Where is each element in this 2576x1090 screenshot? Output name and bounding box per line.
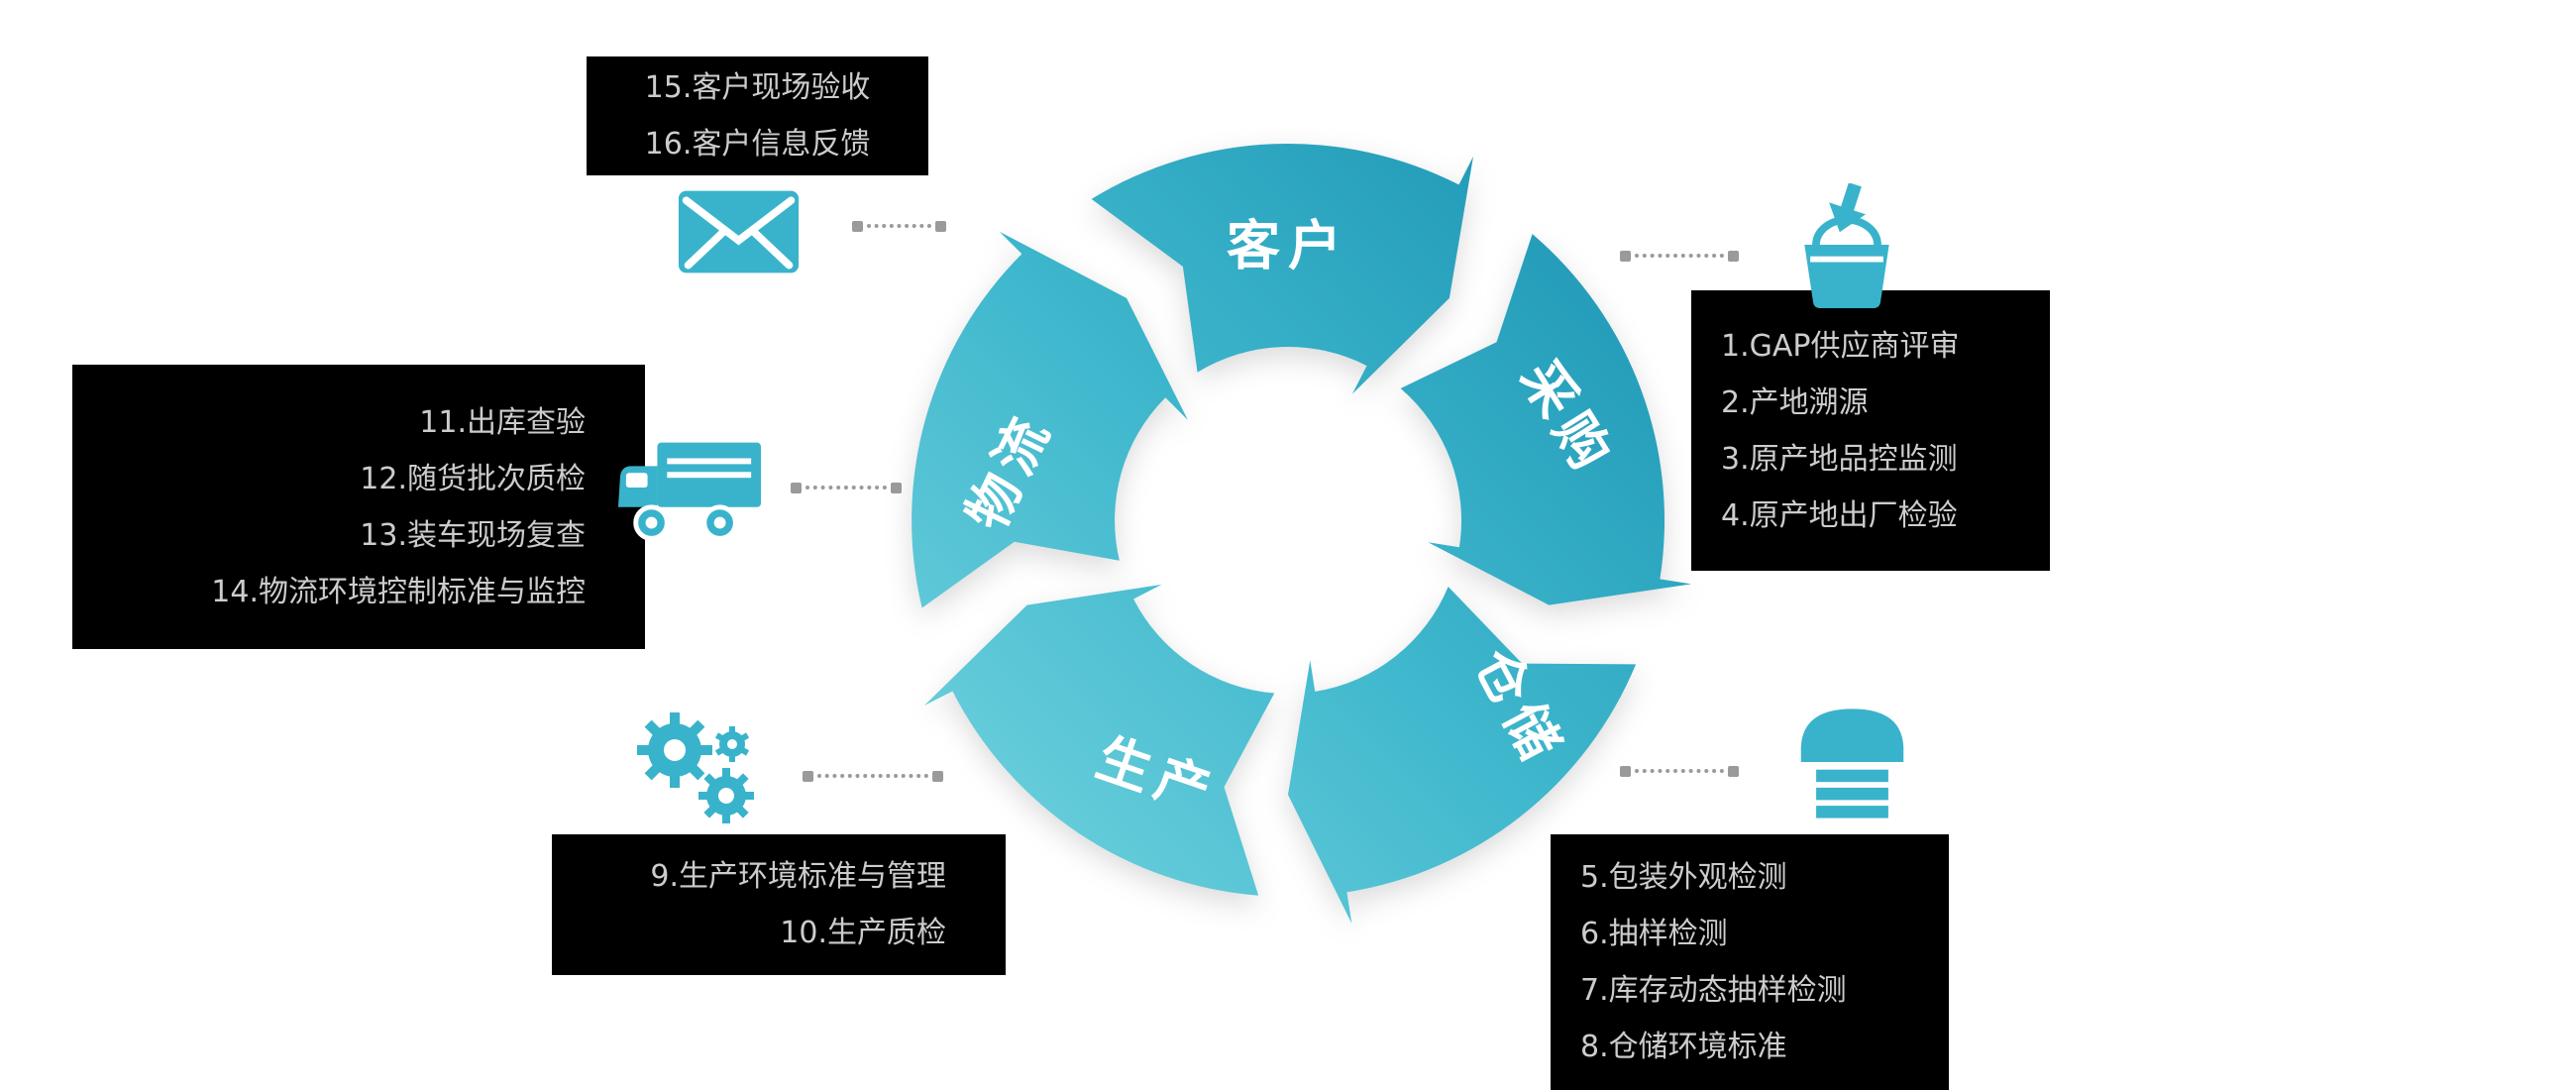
callout-logistics: 11.出库查验 12.随货批次质检 13.装车现场复查 14.物流环境控制标准与… [72, 365, 645, 649]
connector-customer [852, 220, 946, 232]
callout-line: 12.随货批次质检 [360, 461, 586, 496]
connector-endpoint [1620, 765, 1631, 777]
connector-endpoint [932, 770, 943, 782]
callout-line: 14.物流环境控制标准与监控 [211, 574, 586, 609]
connector-dashes [1635, 254, 1724, 258]
gears-icon [637, 712, 754, 823]
callout-line: 11.出库查验 [419, 404, 586, 440]
callout-line: 13.装车现场复查 [360, 517, 586, 553]
connector-dashes [867, 224, 931, 228]
connector-endpoint [852, 220, 863, 232]
connector-endpoint [791, 482, 802, 493]
ring-segment-warehousing [1288, 587, 1637, 925]
callout-line: 8.仓储环境标准 [1580, 1030, 1787, 1064]
gear-small [714, 726, 750, 762]
ring-segment-procurement [1400, 234, 1692, 605]
basket-icon [1804, 183, 1889, 309]
callout-line: 16.客户信息反馈 [644, 127, 871, 162]
mail-icon [678, 190, 800, 273]
ring-segment-production [923, 584, 1275, 896]
warehouse-icon [1800, 708, 1904, 818]
connector-endpoint [891, 482, 902, 493]
connector-warehousing [1620, 765, 1739, 777]
callout-line: 7.库存动态抽样检测 [1580, 973, 1847, 1008]
connector-endpoint [1728, 765, 1739, 777]
connector-endpoint [1728, 250, 1739, 262]
callout-line: 3.原产地品控监测 [1721, 441, 1958, 477]
connector-endpoint [1620, 250, 1631, 262]
callout-line: 9.生产环境标准与管理 [650, 859, 946, 894]
gear-large [637, 712, 712, 788]
ring-segment-logistics [912, 231, 1188, 608]
gear-medium [698, 768, 754, 823]
connector-procurement [1620, 250, 1739, 262]
connector-endpoint [935, 220, 946, 232]
connector-dashes [1635, 769, 1724, 773]
ring-label-customer: 客户 [1227, 215, 1349, 277]
callout-line: 10.生产质检 [780, 916, 946, 950]
process-ring: 客户 采购 仓储 生产 物流 [912, 143, 1692, 925]
ring-segments [912, 143, 1692, 925]
connector-dashes [805, 486, 887, 490]
callout-line: 1.GAP供应商评审 [1721, 328, 1960, 364]
connector-logistics [791, 482, 902, 493]
ring-segment-customer [1091, 143, 1473, 394]
connector-production [803, 770, 943, 782]
callout-warehousing: 5.包装外观检测 6.抽样检测 7.库存动态抽样检测 8.仓储环境标准 [1551, 834, 1949, 1090]
callout-line: 15.客户现场验收 [644, 70, 871, 105]
callout-line: 4.原产地出厂检验 [1721, 497, 1958, 533]
callout-customer: 15.客户现场验收 16.客户信息反馈 [587, 56, 928, 175]
callout-production: 9.生产环境标准与管理 10.生产质检 [552, 834, 1006, 975]
callout-line: 5.包装外观检测 [1580, 860, 1787, 895]
connector-endpoint [803, 770, 813, 782]
callout-procurement: 1.GAP供应商评审 2.产地溯源 3.原产地品控监测 4.原产地出厂检验 [1691, 290, 2050, 571]
truck-icon [617, 442, 762, 541]
connector-dashes [817, 774, 928, 778]
callout-line: 2.产地溯源 [1721, 384, 1869, 420]
callout-line: 6.抽样检测 [1580, 917, 1728, 951]
